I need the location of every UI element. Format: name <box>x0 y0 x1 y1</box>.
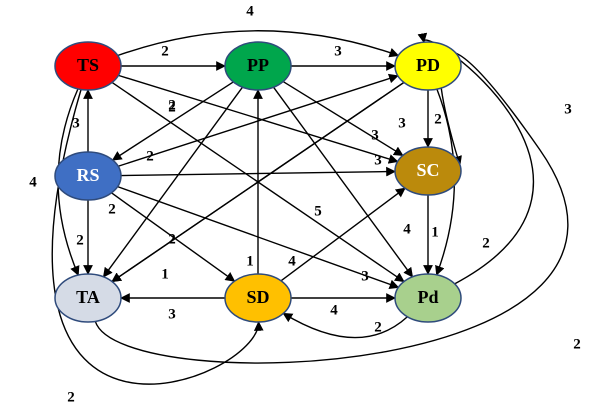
edge-Pd-SD <box>282 312 408 339</box>
node-PP-label: PP <box>247 55 269 75</box>
node-SC-shape <box>394 146 462 196</box>
node-TA: TA <box>54 273 122 323</box>
edge-label-SD-Pd: 4 <box>330 302 338 318</box>
edge-label-PP-RS: 2 <box>168 99 176 115</box>
node-TA-label: TA <box>76 287 100 307</box>
edge-label-TA-SC: 2 <box>573 336 581 352</box>
node-Pd: Pd <box>394 273 462 323</box>
edge-PP-Pd <box>272 86 414 278</box>
node-PD-label: PD <box>416 55 440 75</box>
edge-RS-Pd <box>117 185 400 290</box>
edge-label-TS-PD: 4 <box>246 3 254 19</box>
edge-PP-SC <box>282 80 404 157</box>
edge-label-PD-TA: 1 <box>161 266 169 282</box>
node-PP: PP <box>224 41 292 91</box>
edge-label-SD-SC: 4 <box>288 253 296 269</box>
node-RS-shape <box>54 151 122 201</box>
node-RS: RS <box>54 151 122 201</box>
node-SD: SD <box>224 273 292 323</box>
node-TS-shape <box>54 41 122 91</box>
edge-label-Pd-PD: 3 <box>564 101 572 117</box>
node-PD-shape <box>394 41 462 91</box>
node-TS: TS <box>54 41 122 91</box>
edge-RS-SD <box>111 192 236 282</box>
node-SC-label: SC <box>416 160 439 180</box>
edge-label-RS-PD: 2 <box>146 148 154 164</box>
edge-label-SC-Pd: 1 <box>431 224 439 240</box>
edge-PP-TA <box>102 86 244 278</box>
edge-label-RS-TA: 2 <box>76 232 84 248</box>
node-SC: SC <box>394 146 462 196</box>
node-SD-label: SD <box>246 287 269 307</box>
edge-label-SD-TA: 3 <box>168 306 176 322</box>
edge-label-PD-Pd: 2 <box>482 235 490 251</box>
edge-label-PD-SC: 2 <box>434 111 442 127</box>
edge-label-TS-Pd: 5 <box>314 203 322 219</box>
edge-label-SD-PP: 1 <box>246 253 254 269</box>
edges <box>51 30 569 385</box>
node-TS-label: TS <box>77 55 99 75</box>
edge-SD-SC <box>280 187 406 282</box>
edge-label-RS-SC: 3 <box>374 152 382 168</box>
edge-label-TS-SC: 2 <box>168 97 176 113</box>
node-SD-shape <box>224 273 292 323</box>
edge-label-PD-TA: 3 <box>371 127 379 143</box>
edge-label-PP-TA: 2 <box>168 231 176 247</box>
edge-TS-SD <box>51 89 264 385</box>
edge-label-TS-SD: 2 <box>67 389 75 405</box>
node-Pd-shape <box>394 273 462 323</box>
edge-label-RS-Pd: 3 <box>361 268 369 284</box>
nodes: TS PP PD RS SC TA SD Pd <box>54 41 462 323</box>
edge-TS-PD <box>117 30 400 58</box>
node-PD: PD <box>394 41 462 91</box>
edge-label-PP-PD: 3 <box>334 43 342 59</box>
edge-label-TS-PP: 2 <box>161 43 169 59</box>
edge-label-PP-SC: 3 <box>398 115 406 131</box>
edge-label-RS-SD: 2 <box>108 201 116 217</box>
edge-label-PP-Pd: 4 <box>403 221 411 237</box>
edge-label-RS-TS: 3 <box>72 115 80 131</box>
node-Pd-label: Pd <box>417 287 438 307</box>
node-TA-shape <box>54 273 122 323</box>
edge-label-Pd-SD: 2 <box>374 319 382 335</box>
edge-TA-SC <box>94 50 569 364</box>
node-PP-shape <box>224 41 292 91</box>
edge-label-TS-TA: 4 <box>29 174 37 190</box>
edge-PD-TA <box>111 81 405 283</box>
node-RS-label: RS <box>76 165 99 185</box>
edge-PP-RS <box>111 81 234 161</box>
